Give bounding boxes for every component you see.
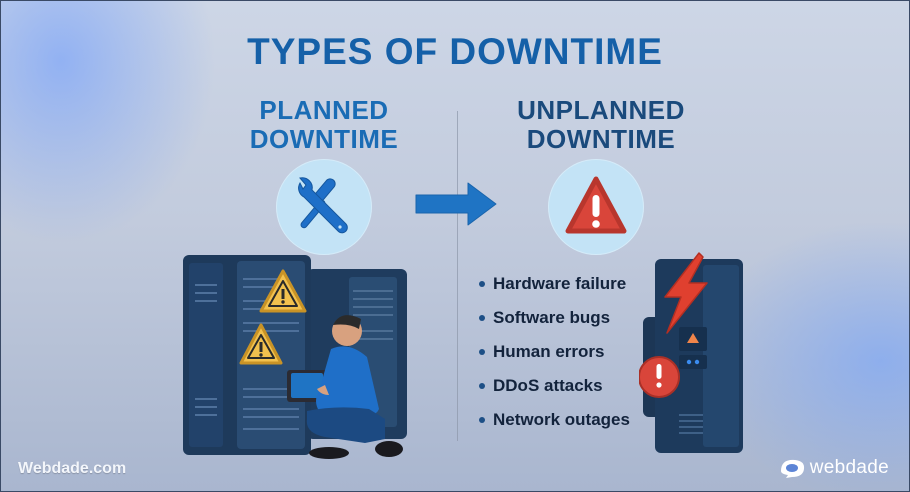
failed-server-illustration: [638, 251, 749, 462]
bullet-icon: [479, 281, 485, 287]
brand-name: webdade: [809, 457, 889, 478]
list-item: Human errors: [479, 335, 630, 369]
unplanned-causes-list: Hardware failure Software bugs Human err…: [479, 267, 630, 437]
site-url: Webdade.com: [18, 460, 127, 477]
cause-label: Network outages: [493, 410, 630, 429]
page-title: TYPES OF DOWNTIME: [247, 31, 663, 72]
unplanned-downtime-heading: UNPLANNED DOWNTIME: [501, 96, 701, 154]
list-item: DDoS attacks: [479, 369, 630, 403]
list-item: Software bugs: [479, 301, 630, 335]
cause-label: Hardware failure: [493, 274, 627, 293]
caution-sign-icon: [259, 269, 307, 313]
arrow-right-icon: [414, 181, 500, 232]
bullet-icon: [479, 349, 485, 355]
bullet-icon: [479, 417, 485, 423]
cause-label: DDoS attacks: [493, 376, 603, 395]
unplanned-heading-line1: UNPLANNED: [517, 95, 685, 125]
planned-maintenance-illustration: [179, 249, 419, 469]
cause-label: Human errors: [493, 342, 605, 361]
center-divider: [457, 111, 458, 441]
webdade-logo-icon: [780, 459, 804, 478]
bullet-icon: [479, 315, 485, 321]
warning-triangle-icon: [548, 159, 644, 255]
planned-heading-line1: PLANNED: [259, 95, 389, 125]
list-item: Network outages: [479, 403, 630, 437]
planned-downtime-heading: PLANNED DOWNTIME: [229, 96, 419, 154]
wrench-screwdriver-icon: [276, 159, 372, 255]
bullet-icon: [479, 383, 485, 389]
list-item: Hardware failure: [479, 267, 630, 301]
unplanned-heading-line2: DOWNTIME: [526, 124, 676, 154]
brand-logo: webdade: [777, 457, 889, 479]
cause-label: Software bugs: [493, 308, 611, 327]
lightning-bolt-icon: [664, 252, 708, 334]
planned-heading-line2: DOWNTIME: [249, 124, 399, 154]
